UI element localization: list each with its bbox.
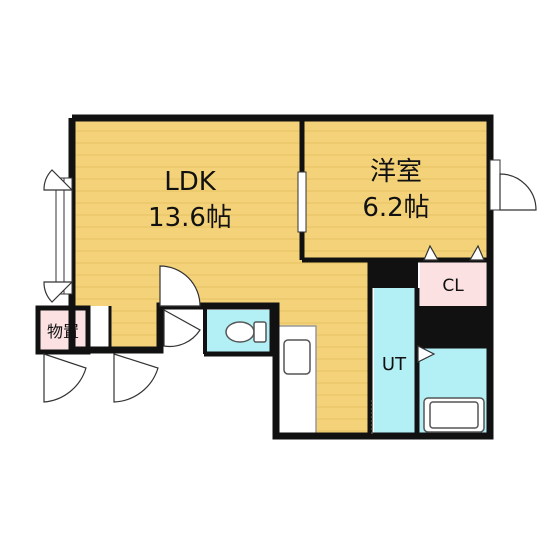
ldk-label: LDK (164, 167, 217, 197)
western-door-swing (499, 173, 537, 211)
closet-door-swing-left (423, 244, 440, 261)
entrance-floor (90, 306, 110, 350)
storage-door-swing (43, 353, 87, 403)
outer-wall (68, 114, 494, 440)
ldk-window-swing-top (43, 169, 74, 191)
kitchen-sink (283, 339, 311, 375)
closet-floor (420, 260, 486, 306)
closet-door-swing-right (468, 244, 485, 261)
windows (55, 159, 501, 295)
utility-door-swing (417, 345, 436, 363)
toilet-tank (253, 321, 267, 343)
bathtub-inner (429, 401, 479, 429)
wall-block-closet-left (370, 260, 418, 288)
ldk-size-label: 13.6帖 (148, 203, 232, 233)
entrance-door-swing (159, 265, 201, 307)
fixtures (225, 321, 485, 434)
walls (35, 114, 494, 440)
floors (40, 118, 490, 436)
western-window (489, 159, 501, 211)
hall-floor (110, 306, 160, 350)
wall-block-closet-bottom (418, 306, 490, 348)
ldk-window-swing-bottom (43, 281, 74, 303)
toilet-door-swing (163, 308, 201, 348)
ldk-divider-window (297, 171, 307, 233)
door-swings (43, 169, 537, 403)
storage-label: 物置 (47, 322, 79, 341)
storage-floor (40, 310, 86, 350)
storage-outline (35, 305, 91, 355)
western-room-size-label: 6.2帖 (362, 193, 429, 223)
utility-label: UT (382, 354, 407, 375)
front-door-swing (113, 353, 159, 403)
closet-label: CL (442, 276, 464, 296)
toilet-bowl (225, 321, 255, 343)
room-labels: LDK 13.6帖 洋室 6.2帖 CL 物置 UT (47, 157, 464, 375)
utility-floor (374, 288, 416, 436)
western-room-floor (302, 118, 490, 260)
western-room-label: 洋室 (370, 157, 422, 187)
